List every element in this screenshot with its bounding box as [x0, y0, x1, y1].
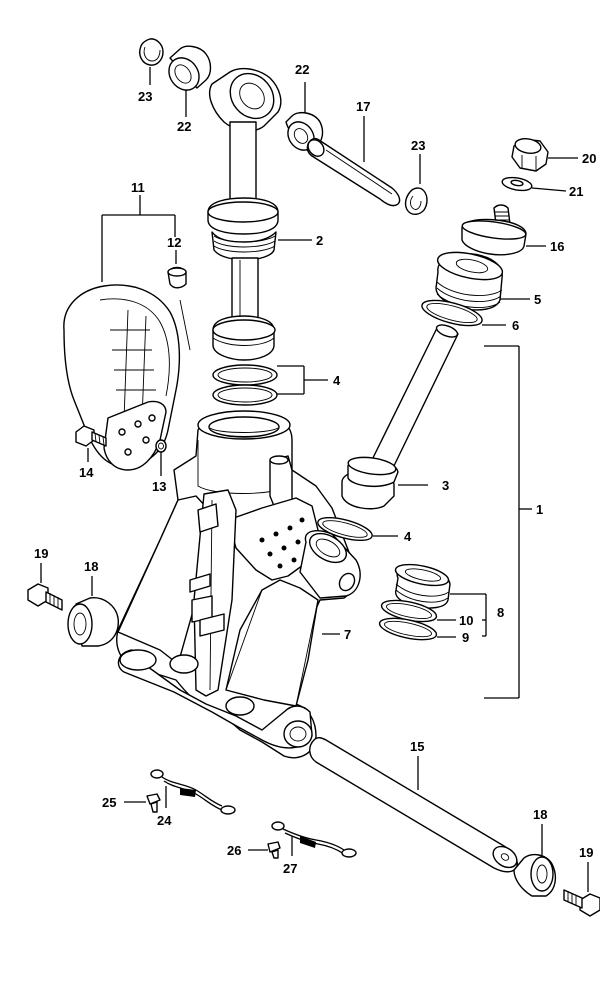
label-15: 15: [410, 739, 424, 754]
o-ring-part-13: [155, 439, 167, 476]
label-8: 8: [497, 605, 504, 620]
washer-part-21: [501, 176, 567, 192]
label-14: 14: [79, 465, 94, 480]
label-19-right: 19: [579, 845, 593, 860]
label-22-right: 22: [295, 62, 309, 77]
part-number-labels: 23 22 22 17 23 20 21 11 12 2 16 5 6 4 14…: [34, 62, 596, 876]
label-13: 13: [152, 479, 166, 494]
label-12: 12: [167, 235, 181, 250]
label-4-mid: 4: [404, 529, 412, 544]
cap-part-5: [435, 251, 530, 311]
label-23-right: 23: [411, 138, 425, 153]
o-ring-part-4-upper: [212, 364, 328, 406]
bolt-part-19-right: [563, 862, 600, 917]
label-25: 25: [102, 795, 116, 810]
label-17: 17: [356, 99, 370, 114]
screw-part-26: [248, 841, 281, 859]
label-23-top: 23: [138, 89, 152, 104]
label-18-right: 18: [533, 807, 547, 822]
circlip-part-23-right: [404, 154, 428, 215]
trim-rod-part-2: [207, 67, 312, 361]
o-ring-part-10: [380, 594, 487, 636]
o-ring-part-9: [378, 617, 486, 641]
bolt-part-14: [75, 425, 107, 462]
label-22-left: 22: [177, 119, 191, 134]
label-9: 9: [462, 630, 469, 645]
label-4-top: 4: [333, 373, 341, 388]
nut-part-20: [511, 138, 578, 172]
ground-wire-part-24: [150, 769, 236, 815]
piston-rod-part-3: [341, 324, 459, 510]
label-7: 7: [344, 627, 351, 642]
label-21: 21: [569, 184, 583, 199]
label-3: 3: [442, 478, 449, 493]
bushing-part-18-right: [513, 824, 557, 897]
o-ring-part-6: [421, 299, 506, 327]
assembly-bracket-part-1: [484, 345, 532, 699]
pin-part-17: [306, 116, 401, 207]
screw-part-25: [124, 793, 161, 813]
label-10: 10: [459, 613, 473, 628]
label-11: 11: [131, 180, 145, 195]
label-26: 26: [227, 843, 241, 858]
bushing-part-18-left: [67, 576, 119, 647]
label-24: 24: [157, 813, 172, 828]
label-16: 16: [550, 239, 564, 254]
grommet-part-12: [167, 250, 191, 351]
label-19-left: 19: [34, 546, 48, 561]
label-5: 5: [534, 292, 541, 307]
o-ring-part-4-right: [317, 516, 398, 542]
cylinder-body-part-7: [116, 410, 361, 759]
label-20: 20: [582, 151, 596, 166]
bushing-part-22-left: [168, 45, 212, 117]
label-1: 1: [536, 502, 543, 517]
cover-part-11: [63, 195, 181, 471]
valve-part-16: [461, 204, 546, 256]
label-6: 6: [512, 318, 519, 333]
label-2: 2: [316, 233, 323, 248]
ground-wire-part-27: [271, 821, 357, 858]
circlip-part-23-top: [139, 38, 164, 85]
label-27: 27: [283, 861, 297, 876]
shaft-part-15: [309, 737, 518, 873]
bolt-part-19-left: [27, 563, 63, 611]
piston-set-part-8: [394, 563, 486, 609]
label-18-left: 18: [84, 559, 98, 574]
